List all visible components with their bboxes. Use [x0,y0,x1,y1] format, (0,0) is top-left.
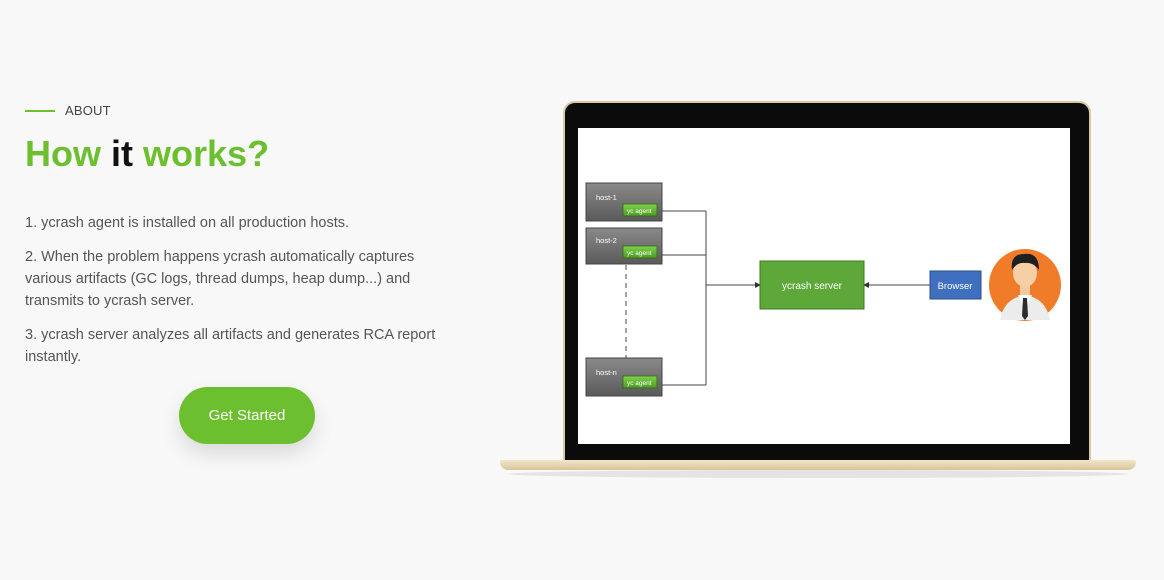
host-n-agent-label: yc agent [627,380,652,387]
host-1-box: host-1 yc agent [585,182,663,222]
section-label: ABOUT [25,103,111,118]
ycrash-server-box: ycrash server [759,260,865,310]
section-label-text: ABOUT [65,103,111,118]
host-2-agent-label: yc agent [627,250,652,257]
title-word-how: How [25,133,101,174]
laptop-illustration: host-1 yc agent host-2 yc agent host-n y… [498,98,1138,483]
ycrash-server-label: ycrash server [782,281,843,292]
page-title: How it works? [25,132,269,176]
architecture-diagram: host-1 yc agent host-2 yc agent host-n y… [585,182,1061,397]
laptop-shadow [508,470,1128,478]
laptop-base [500,460,1136,470]
host-1-label: host-1 [596,193,617,202]
host-1-agent-label: yc agent [627,208,652,215]
section-divider [25,109,55,112]
steps-list: 1. ycrash agent is installed on all prod… [25,212,455,380]
user-avatar-icon [989,249,1061,321]
step-1: 1. ycrash agent is installed on all prod… [25,215,350,231]
host-n-box: host-n yc agent [585,357,663,397]
browser-label: Browser [938,281,973,292]
browser-box: Browser [929,270,982,300]
step-2: 2. When the problem happens ycrash autom… [25,249,415,309]
host-2-box: host-2 yc agent [585,227,663,265]
laptop-screen: host-1 yc agent host-2 yc agent host-n y… [578,128,1070,444]
step-3: 3. ycrash server analyzes all artifacts … [25,327,436,365]
host-2-label: host-2 [596,236,617,245]
title-word-works: works? [143,133,270,174]
get-started-button[interactable]: Get Started [179,387,315,444]
title-word-it: it [111,133,134,174]
host-n-label: host-n [596,368,617,377]
